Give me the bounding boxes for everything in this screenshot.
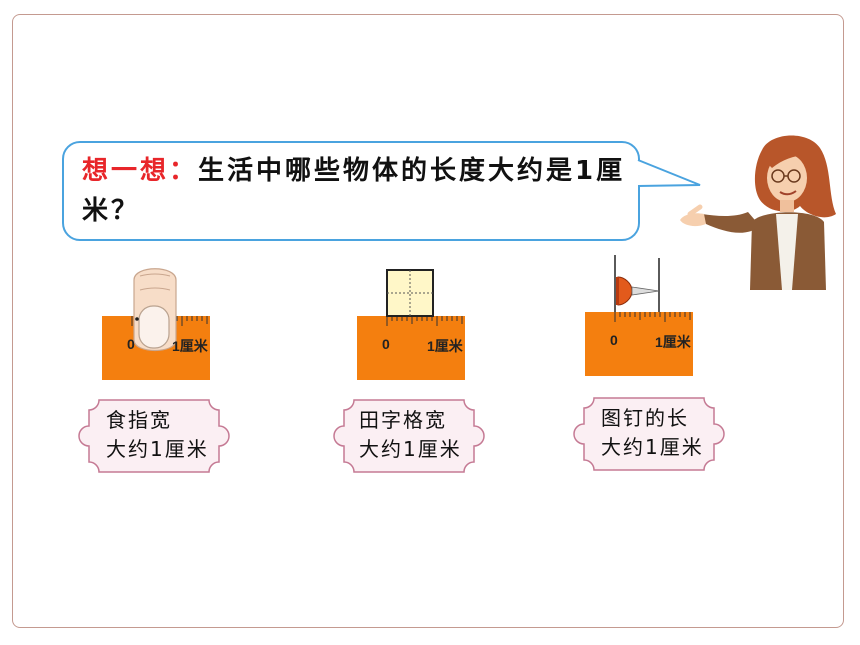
ruler-label-one-cm: 1厘米: [427, 338, 463, 354]
caption-line: 田字格宽: [359, 408, 447, 432]
finger-icon: [133, 268, 177, 351]
caption-finger: 食指宽 大约1厘米: [106, 406, 209, 464]
caption-line: 大约1厘米: [359, 437, 462, 461]
ruler-label-zero: 0: [127, 336, 135, 352]
ruler-label-one-cm: 1厘米: [655, 334, 691, 350]
caption-grid: 田字格宽 大约1厘米: [359, 406, 462, 464]
caption-line: 大约1厘米: [106, 437, 209, 461]
pushpin-icon: [614, 255, 660, 312]
caption-line: 食指宽: [106, 408, 172, 432]
ruler-label-one-cm: 1厘米: [172, 338, 208, 354]
ruler-label-zero: 0: [382, 336, 390, 352]
page-frame: [12, 14, 844, 628]
caption-box-2: [333, 399, 485, 473]
tianzige-grid-icon: [386, 269, 434, 317]
speech-question: 生活中哪些物体的长度大约是1厘米？: [82, 156, 626, 226]
ruler-grid: [357, 316, 465, 380]
speech-bubble: [62, 141, 640, 241]
speech-text: 想一想：生活中哪些物体的长度大约是1厘米？: [82, 151, 627, 231]
caption-line: 图钉的长: [601, 406, 689, 430]
ruler-label-zero: 0: [610, 332, 618, 348]
speech-prompt: 想一想：: [82, 156, 199, 186]
ruler-pushpin: [585, 312, 693, 376]
caption-line: 大约1厘米: [601, 435, 704, 459]
caption-box-3: [573, 397, 725, 471]
caption-box-1: [78, 399, 230, 473]
caption-pushpin: 图钉的长 大约1厘米: [601, 404, 704, 462]
